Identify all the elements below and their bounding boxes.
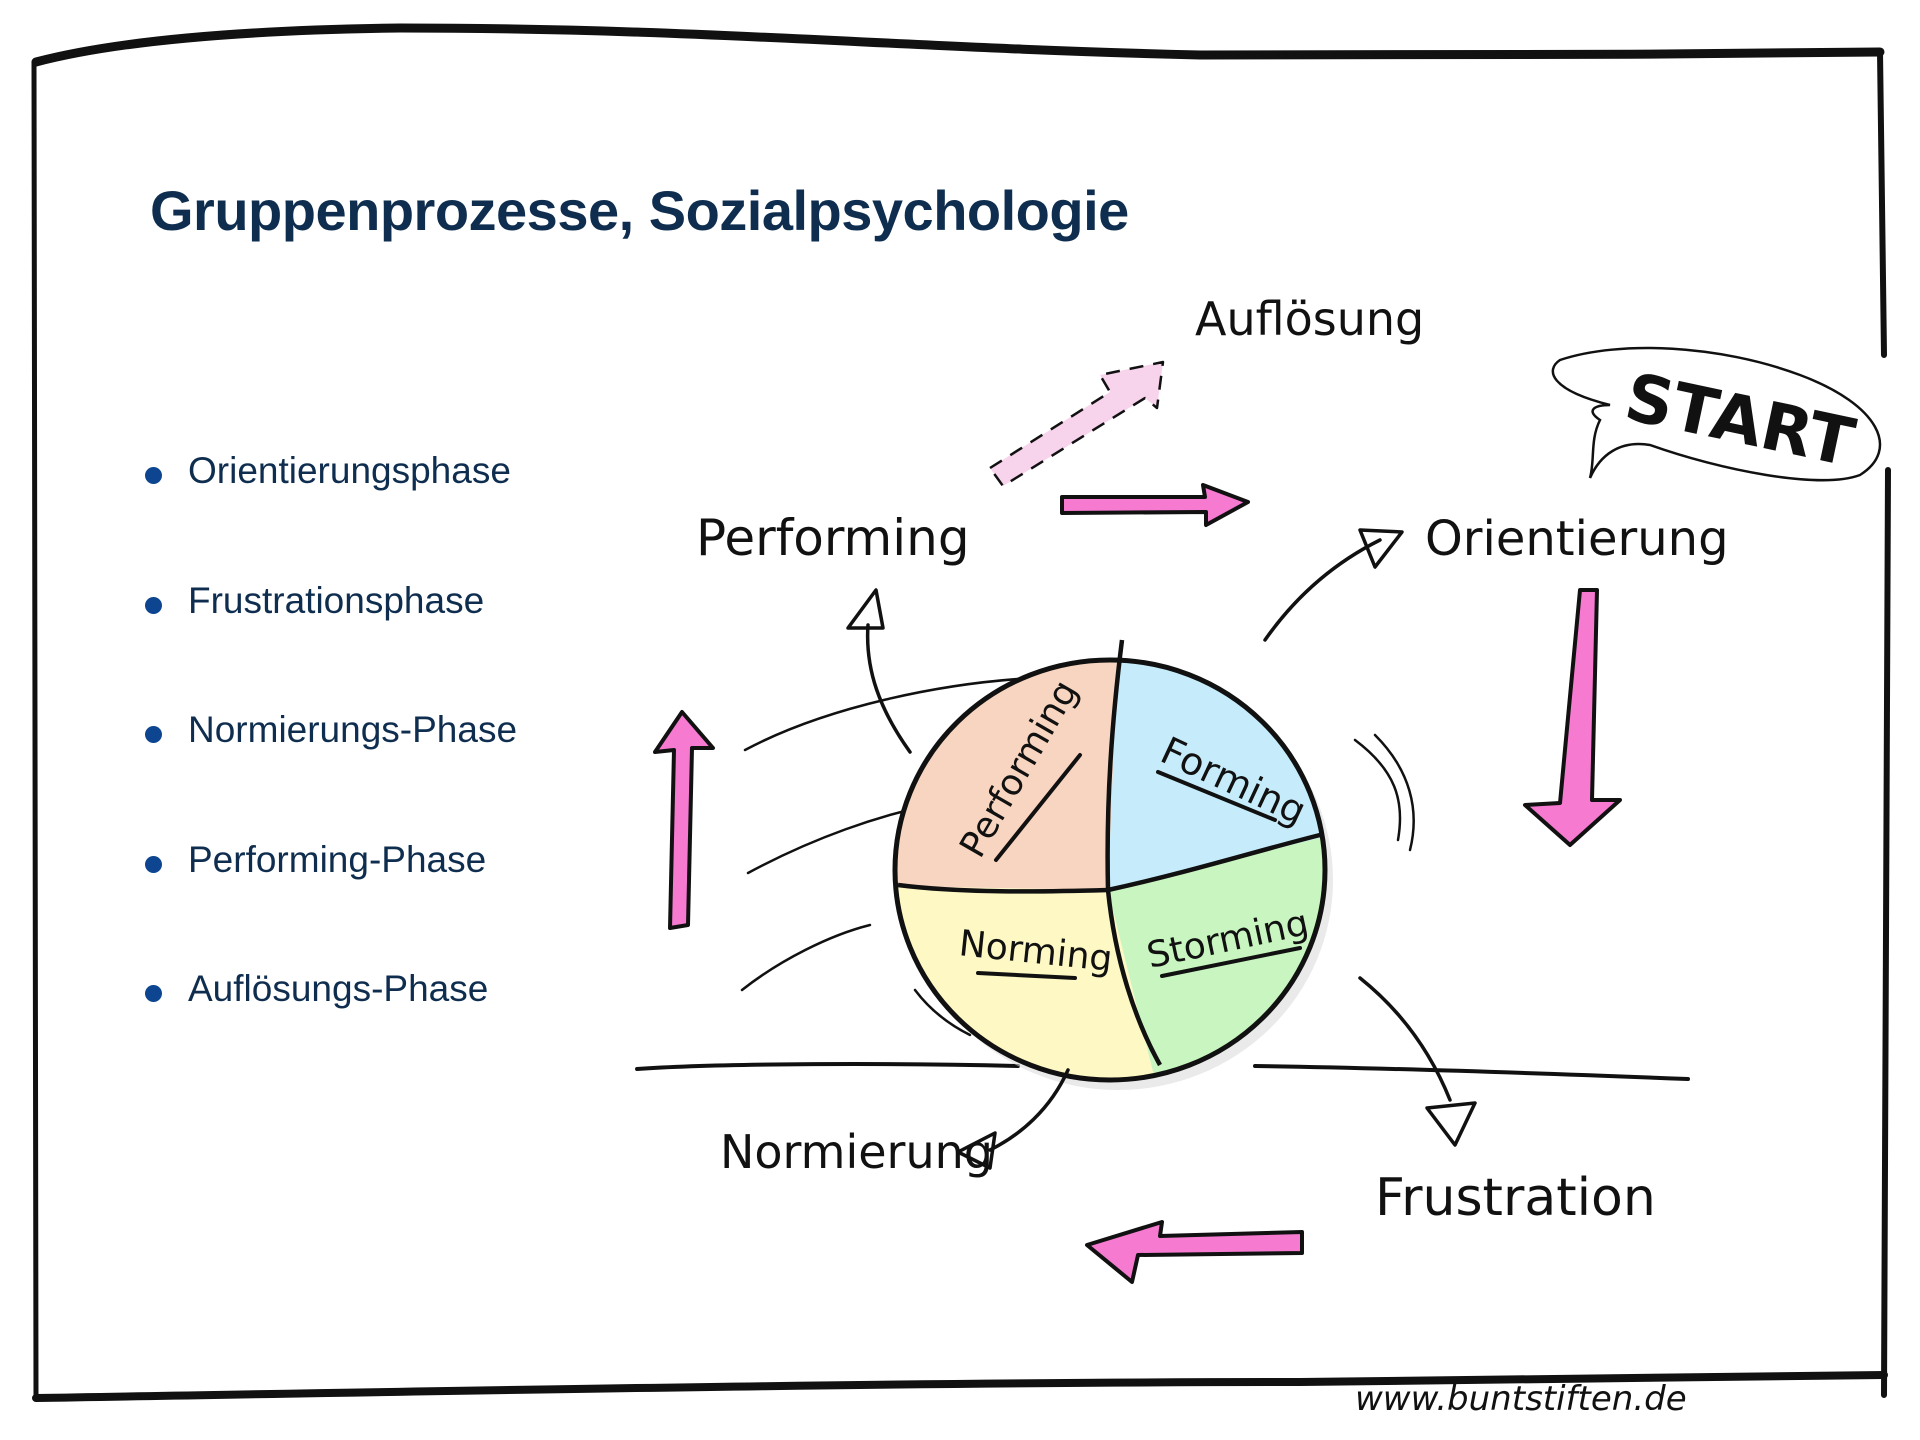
list-item: Orientierungsphase [145, 450, 517, 580]
bullet-icon [145, 467, 162, 484]
start-speech-bubble: START [1551, 346, 1882, 482]
stage-label-orientierung: Orientierung [1425, 511, 1729, 567]
arrow-head-orientierung-icon [1358, 528, 1404, 569]
group-phases-ball: Performing Forming Storming Norming [892, 639, 1333, 1090]
arrow-up-icon [653, 710, 715, 930]
arrow-down-icon [1523, 588, 1622, 847]
list-item: Frustrationsphase [145, 580, 517, 710]
bullet-icon [145, 596, 162, 614]
list-item: Auflösungs-Phase [145, 968, 517, 1098]
list-item-label: Frustrationsphase [188, 579, 485, 621]
transition-arrows [846, 528, 1477, 1170]
arrow-right-icon [1060, 483, 1250, 527]
list-item-label: Performing-Phase [188, 838, 487, 880]
frame-border [31, 23, 1891, 1402]
list-item: Normierungs-Phase [145, 709, 517, 839]
bullet-icon [145, 985, 162, 1002]
list-item-label: Auflösungs-Phase [188, 968, 489, 1009]
arrow-faded-icon [988, 360, 1165, 488]
phases-list: Orientierungsphase Frustrationsphase Nor… [145, 450, 517, 1098]
bullet-icon [145, 855, 162, 873]
quadrant-performing [895, 660, 1120, 890]
ground-lines [635, 1062, 1690, 1081]
footer-credit: www.buntstiften.de [1355, 1379, 1687, 1419]
list-item-label: Normierungs-Phase [188, 709, 518, 750]
arrow-head-frustration-icon [1425, 1101, 1477, 1147]
list-item-label: Orientierungsphase [188, 450, 511, 491]
stage-label-aufloesung: Auflösung [1195, 292, 1424, 346]
stage-label-performing: Performing [696, 509, 970, 567]
arrow-left-icon [1085, 1220, 1304, 1284]
page-title: Gruppenprozesse, Sozialpsychologie [150, 179, 1129, 242]
bullet-icon [145, 726, 162, 743]
cycle-arrows [653, 360, 1622, 1284]
arrow-head-normierung-icon [956, 1131, 997, 1170]
arrow-head-performing-icon [846, 588, 885, 630]
stage-label-normierung: Normierung [720, 1125, 993, 1179]
list-item: Performing-Phase [145, 839, 517, 969]
stage-label-frustration: Frustration [1375, 1168, 1656, 1228]
